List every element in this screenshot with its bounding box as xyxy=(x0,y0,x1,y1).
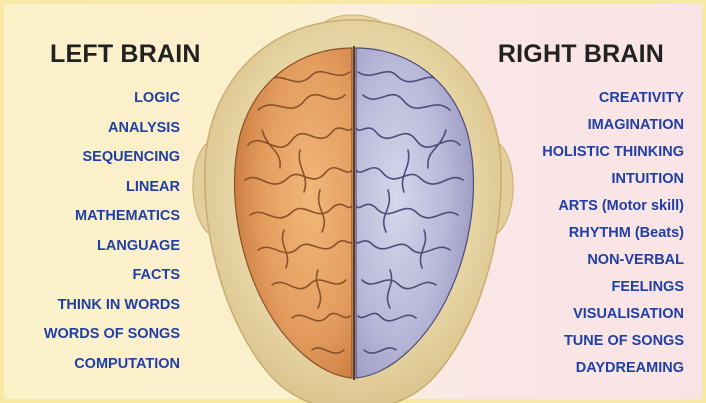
right-hemisphere xyxy=(355,47,475,379)
left-function-item: LINEAR xyxy=(126,178,180,195)
left-function-item: MATHEMATICS xyxy=(75,208,180,224)
right-function-item: IMAGINATION xyxy=(587,117,684,133)
left-gyri xyxy=(244,70,352,354)
left-function-item: SEQUENCING xyxy=(82,149,181,165)
left-function-item: COMPUTATION xyxy=(74,355,180,372)
right-function-item: DAYDREAMING xyxy=(575,360,684,376)
right-function-item: INTUITION xyxy=(611,171,685,187)
right-function-item: TUNE OF SONGS xyxy=(563,333,684,349)
right-function-item: ARTS (Motor skill) xyxy=(558,198,684,214)
left-function-item: LOGIC xyxy=(134,90,180,106)
right-function-item: CREATIVITY xyxy=(598,90,684,106)
right-brain-heading: RIGHT BRAIN xyxy=(497,40,664,68)
right-brain-functions: CREATIVITY IMAGINATION HOLISTIC THINKING… xyxy=(542,88,684,385)
left-function-item: LANGUAGE xyxy=(97,237,180,254)
right-function-item: RHYTHM (Beats) xyxy=(568,225,684,241)
left-brain-functions: LOGIC ANALYSIS SEQUENCING LINEAR MATHEMA… xyxy=(44,88,180,383)
left-function-item: THINK IN WORDS xyxy=(57,296,180,313)
left-hemisphere xyxy=(233,47,353,379)
right-function-item: FEELINGS xyxy=(611,279,684,295)
left-function-item: ANALYSIS xyxy=(108,119,180,136)
left-function-item: FACTS xyxy=(132,267,180,283)
left-brain-heading: LEFT BRAIN xyxy=(50,40,201,68)
right-gyri xyxy=(356,70,464,354)
left-function-item: WORDS OF SONGS xyxy=(43,326,180,342)
right-function-item: HOLISTIC THINKING xyxy=(542,144,684,160)
right-function-item: VISUALISATION xyxy=(573,306,684,322)
right-function-item: NON-VERBAL xyxy=(587,252,684,268)
